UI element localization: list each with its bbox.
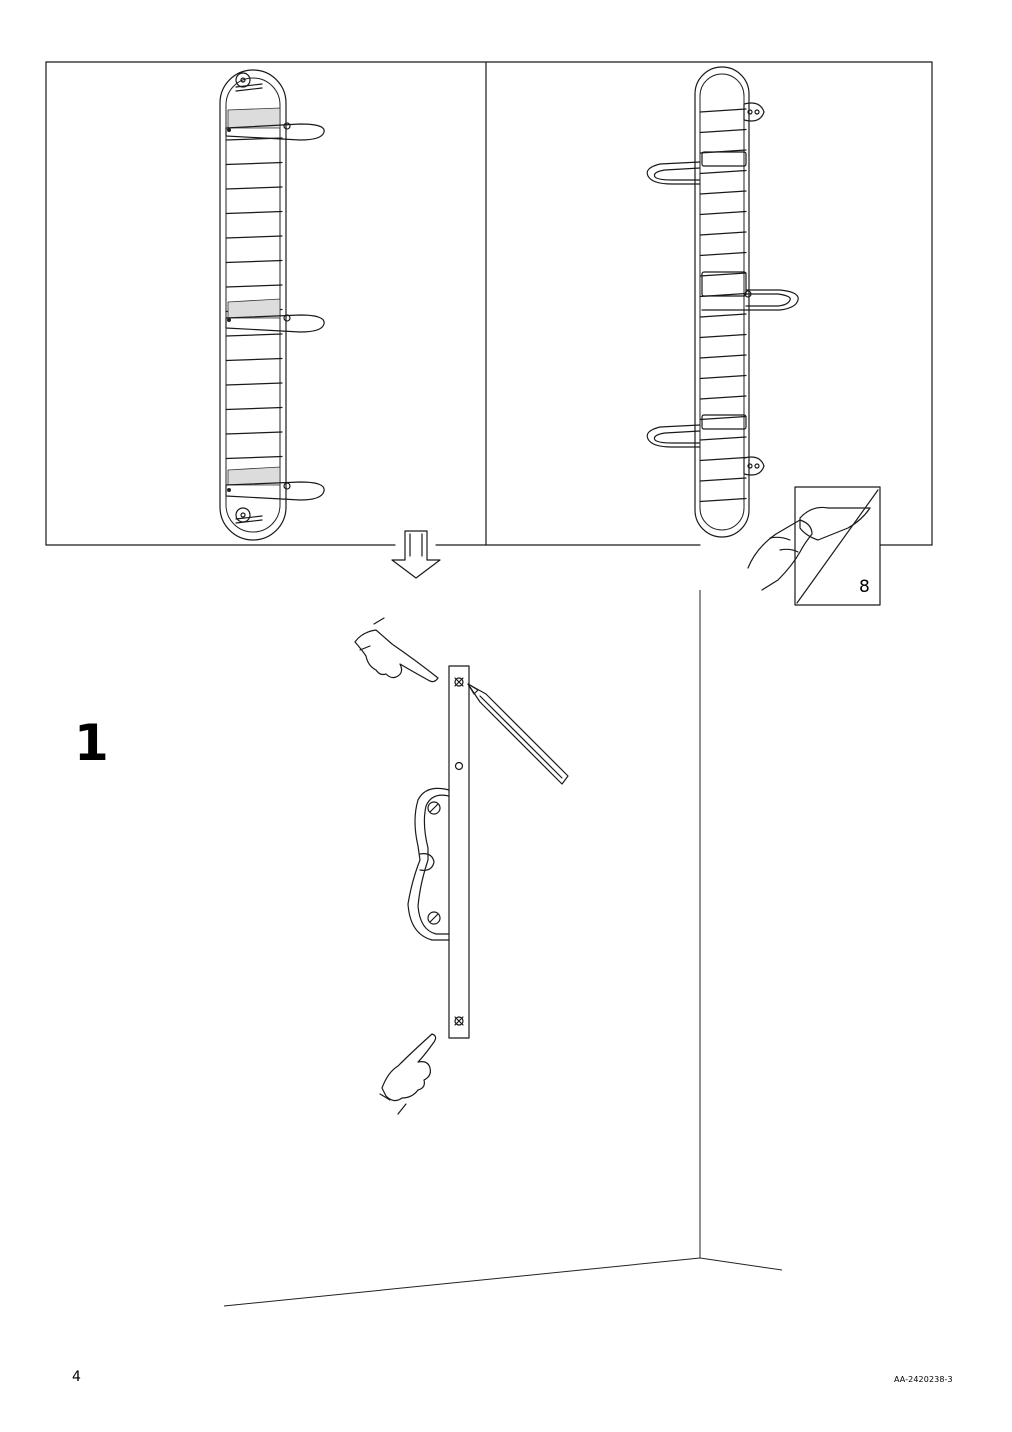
rack-rung [225, 235, 283, 239]
rack-rung [699, 415, 747, 421]
reference-page-number: 8 [859, 577, 870, 597]
rack-rung [699, 477, 747, 482]
rack-rung [699, 333, 747, 339]
rack-rung [225, 431, 283, 435]
rack-rung [699, 128, 747, 134]
rack-rung [699, 210, 747, 216]
rack-rung [699, 395, 747, 400]
page-number: 4 [72, 1369, 81, 1385]
rack-rung [225, 455, 283, 460]
rack-rung [699, 436, 747, 441]
rack-rung [225, 382, 283, 386]
rack-rung [225, 406, 283, 411]
wall-corner [223, 590, 783, 1307]
pointing-hand-icon [354, 617, 439, 683]
rack-rung [699, 272, 747, 277]
rack-rung [699, 108, 747, 113]
rack-rung [699, 497, 747, 503]
rack-rung [699, 169, 747, 175]
step-number: 1 [74, 714, 109, 772]
overview-panel [45, 61, 933, 546]
document-code: AA-2420238-3 [894, 1375, 953, 1384]
rack-rung [225, 357, 283, 362]
refer-page-icon [747, 486, 881, 606]
wall-mounting-strip [407, 665, 470, 1039]
rack-rung [225, 210, 283, 215]
rack-rung [699, 374, 747, 380]
pointing-hand-icon [379, 1033, 437, 1115]
rack-rung [699, 231, 747, 236]
rack-rung [699, 190, 747, 195]
rack-rung [699, 313, 747, 318]
rack-rung [225, 284, 283, 288]
rack-rung [699, 251, 747, 257]
rack-rung [225, 333, 283, 337]
pencil-icon [467, 683, 569, 785]
down-arrow-icon [391, 530, 441, 579]
rack-rung [699, 354, 747, 359]
rack-front-view [219, 69, 325, 541]
rack-rung [225, 186, 283, 190]
rack-rung [225, 259, 283, 264]
rack-back-view [646, 66, 799, 538]
rack-rung [699, 456, 747, 462]
rack-rung [225, 161, 283, 166]
